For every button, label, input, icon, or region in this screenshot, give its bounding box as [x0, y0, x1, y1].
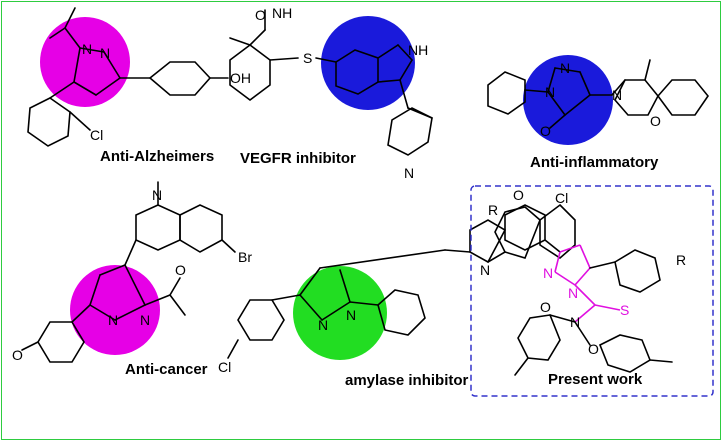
atom-o: O [255, 7, 266, 23]
atom-oh: OH [230, 70, 251, 86]
atom-o: O [513, 187, 524, 203]
atom-n: N [560, 60, 570, 76]
atom-n: N [100, 45, 110, 61]
atom-n: N [346, 307, 356, 323]
atom-br: Br [238, 249, 252, 265]
label-anti-inflammatory: Anti-inflammatory [530, 154, 659, 171]
atom-o: O [588, 341, 599, 357]
atom-n: N [570, 314, 580, 330]
atom-o: O [540, 299, 551, 315]
atom-r: R [676, 252, 686, 268]
atom-cl: Cl [555, 190, 568, 206]
atom-n: N [404, 165, 414, 181]
label-anti-cancer: Anti-cancer [125, 361, 208, 378]
atom-n: N [82, 41, 92, 57]
atom-n: N [480, 262, 490, 278]
atom-o: O [540, 123, 551, 139]
atom-cl: Cl [90, 127, 103, 143]
atom-s: S [303, 50, 312, 66]
atom-r: R [488, 202, 498, 218]
label-amylase-inhibitor: amylase inhibitor [345, 372, 469, 389]
atom-cl: Cl [218, 359, 231, 375]
atom-s: S [620, 302, 629, 318]
magenta-highlight-circle [70, 265, 160, 355]
vegfr-inhibitor-structure: O NH S NH N [229, 5, 433, 181]
anti-alzheimers-structure: N N OH Cl [27, 7, 251, 147]
atom-n: N [140, 312, 150, 328]
present-work-box [470, 185, 714, 397]
atom-n: N [543, 265, 553, 281]
blue-highlight-circle [523, 55, 613, 145]
atom-n: N [108, 312, 118, 328]
label-vegfr-inhibitor: VEGFR inhibitor [240, 150, 356, 167]
atom-n: N [612, 87, 622, 103]
atom-nh: NH [408, 42, 428, 58]
label-anti-alzheimers: Anti-Alzheimers [100, 148, 214, 165]
atom-n: N [318, 317, 328, 333]
atom-o: O [175, 262, 186, 278]
anti-cancer-structure: N Br N N O O [12, 181, 252, 363]
label-present-work: Present work [548, 371, 643, 388]
present-work-structure: R R N N S N O O [488, 202, 686, 376]
atom-o: O [650, 113, 661, 129]
atom-n: N [568, 285, 578, 301]
anti-inflammatory-structure: N N O N O [487, 55, 709, 145]
atom-o: O [12, 347, 23, 363]
atom-n: N [152, 187, 162, 203]
amylase-inhibitor-structure: O N N N Cl Cl [218, 187, 576, 375]
atom-n: N [545, 84, 555, 100]
atom-nh: NH [272, 5, 292, 21]
magenta-highlight-circle [40, 17, 130, 107]
blue-highlight-circle [321, 16, 415, 110]
green-highlight-circle [293, 266, 387, 360]
